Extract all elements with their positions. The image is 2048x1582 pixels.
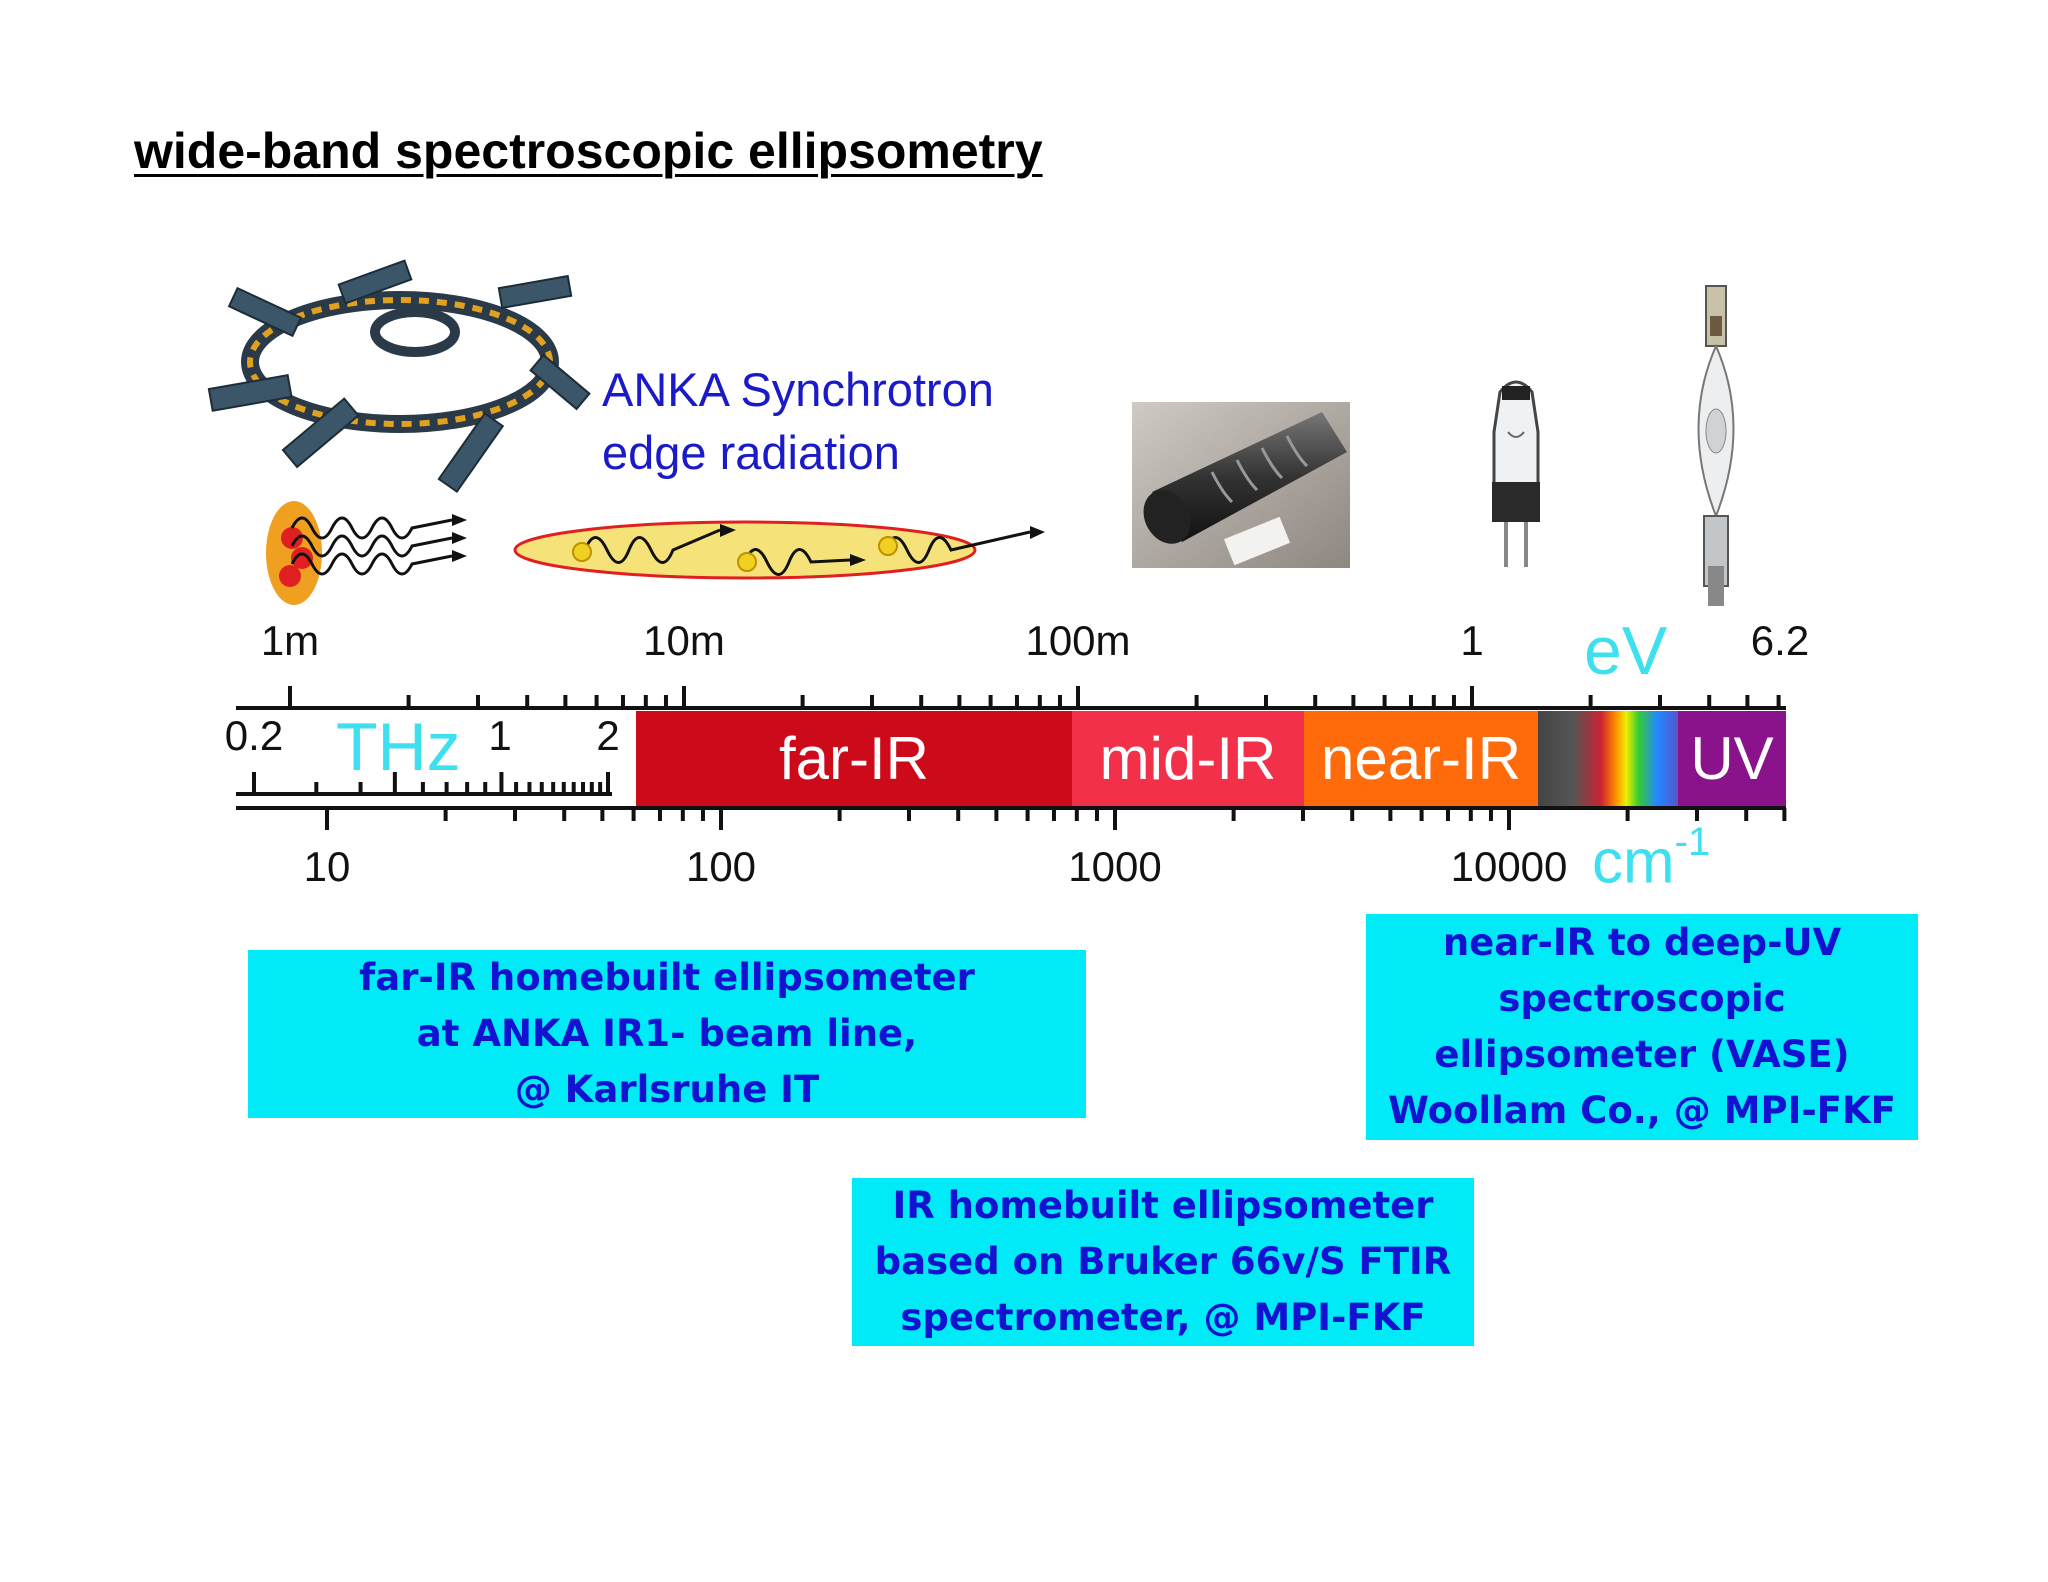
ev-tick-label: 10m [643,617,725,664]
far-ir-ellipsometer-box: far-IR homebuilt ellipsometer at ANKA IR… [248,950,1086,1118]
ev-tick-label: 100m [1025,617,1131,664]
box-line: at ANKA IR1- beam line, [416,1012,918,1055]
band-label: UV [1690,725,1774,792]
halogen-lamp-image [1492,380,1540,567]
cm-unit: cm [1592,827,1675,897]
page-title: wide-band spectroscopic ellipsometry [134,123,1043,179]
band-mid-ir: mid-IR [1072,711,1304,806]
ir-ellipsometer-box: IR homebuilt ellipsometer based on Bruke… [852,1178,1474,1346]
thz-tick-label: 0.2 [224,712,284,759]
band-near-ir: near-IR [1304,711,1538,806]
ev-tick-label: 6.2 [1750,617,1810,664]
box-line: spectrometer, @ MPI-FKF [900,1296,1426,1339]
cm-tick-label: 100 [685,843,757,890]
box-line: Woollam Co., @ MPI-FKF [1388,1089,1896,1132]
globar-source-image [1132,402,1350,568]
cm-tick-label: 1000 [1068,843,1162,890]
box-line: near-IR to deep-UV [1442,921,1842,964]
band-label: far-IR [779,725,929,792]
ev-tick-label: 1m [260,617,320,664]
vase-ellipsometer-box: near-IR to deep-UV spectroscopic ellipso… [1366,914,1918,1140]
cm-tick-label: 10 [303,843,351,890]
box-line: spectroscopic [1498,977,1786,1020]
box-line: far-IR homebuilt ellipsometer [359,956,975,999]
cm-unit-exponent: -1 [1674,820,1711,864]
band-far-ir: far-IR [636,711,1072,806]
box-line: ellipsometer (VASE) [1434,1033,1850,1076]
thz-unit-label: THz [336,709,461,785]
band-uv: UV [1678,711,1786,806]
box-line: IR homebuilt ellipsometer [892,1184,1434,1227]
deuterium-lamp-image [1697,285,1735,606]
band-visible [1538,711,1678,806]
box-line: @ Karlsruhe IT [514,1068,820,1111]
band-label: mid-IR [1099,725,1277,792]
cm-tick-label: 10000 [1450,843,1568,890]
ev-unit-label: eV [1584,613,1668,689]
thz-tick-label: 1 [488,712,512,759]
source-label: ANKA Synchrotron edge radiation [602,358,994,484]
edge-radiation-image [513,520,1045,580]
source-label-line2: edge radiation [602,426,900,479]
ev-tick-label: 1 [1460,617,1484,664]
electron-bunch-image [266,501,467,605]
thz-tick-label: 2 [596,712,620,759]
cm-unit-label: cm-1 [1592,820,1710,898]
synchrotron-ring-image [207,259,591,494]
source-label-line1: ANKA Synchrotron [602,363,994,416]
box-line: based on Bruker 66v/S FTIR [874,1240,1452,1283]
band-label: near-IR [1320,725,1522,792]
